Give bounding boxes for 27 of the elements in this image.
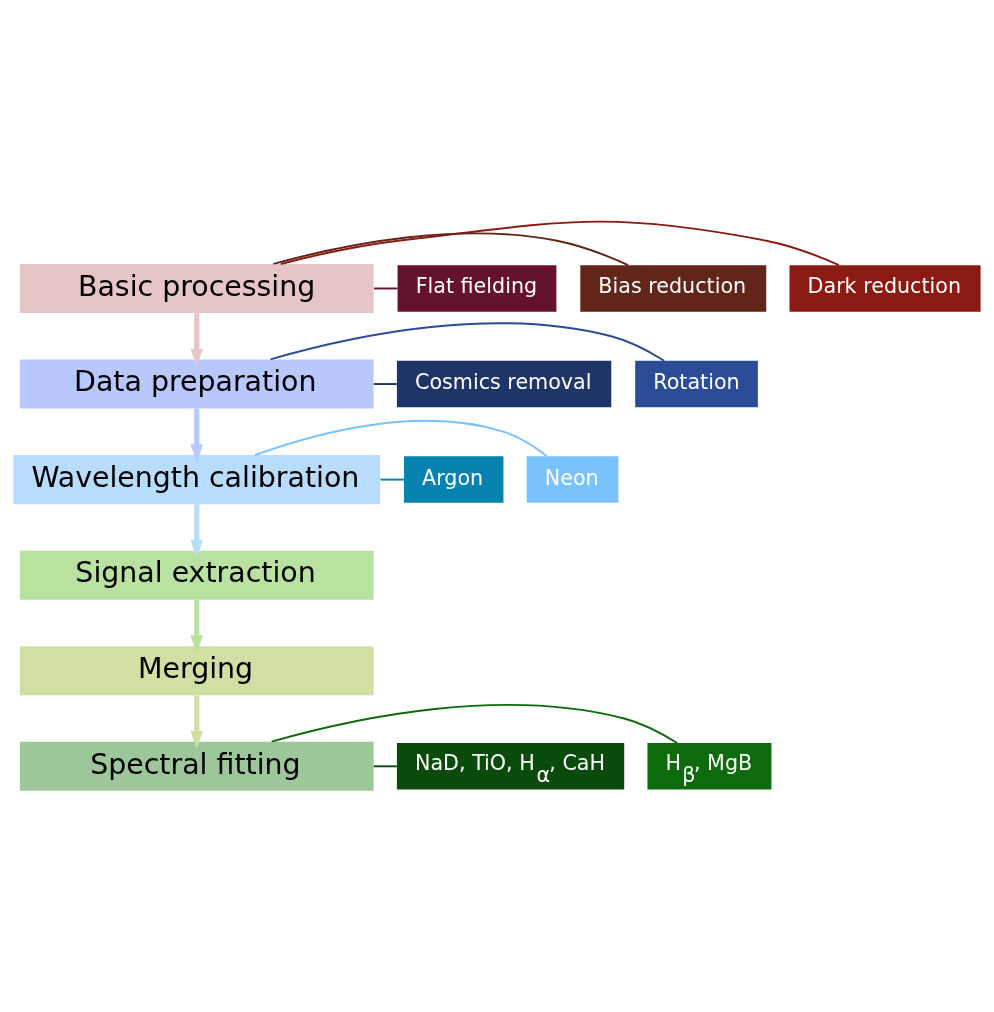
connector	[279, 220, 840, 267]
connector	[379, 478, 405, 481]
node-box: Neon	[526, 456, 619, 503]
connector	[373, 287, 399, 290]
connector	[372, 765, 398, 768]
node-box: Merging	[19, 646, 374, 696]
connector	[269, 322, 666, 362]
node-box: Rotation	[635, 360, 758, 408]
arrow	[190, 408, 204, 463]
node-box: Spectral fitting	[19, 741, 374, 791]
connector	[272, 232, 630, 267]
connector	[372, 383, 398, 386]
node-box: Signal extraction	[19, 550, 374, 600]
connector	[254, 420, 548, 457]
node-box: Cosmics removal	[396, 360, 612, 408]
arrow	[190, 599, 204, 654]
node-box: Argon	[404, 456, 504, 503]
node-box: Dark reduction	[789, 265, 981, 312]
node-box: Data preparation	[19, 359, 374, 409]
arrow	[190, 504, 204, 558]
node-box: Wavelength calibration	[13, 455, 381, 505]
arrow	[190, 313, 204, 367]
node-box: Basic processing	[19, 263, 374, 313]
connector	[270, 704, 679, 744]
node-box: Bias reduction	[580, 265, 767, 312]
node-box: Flat fielding	[397, 265, 557, 312]
arrow	[190, 695, 204, 750]
